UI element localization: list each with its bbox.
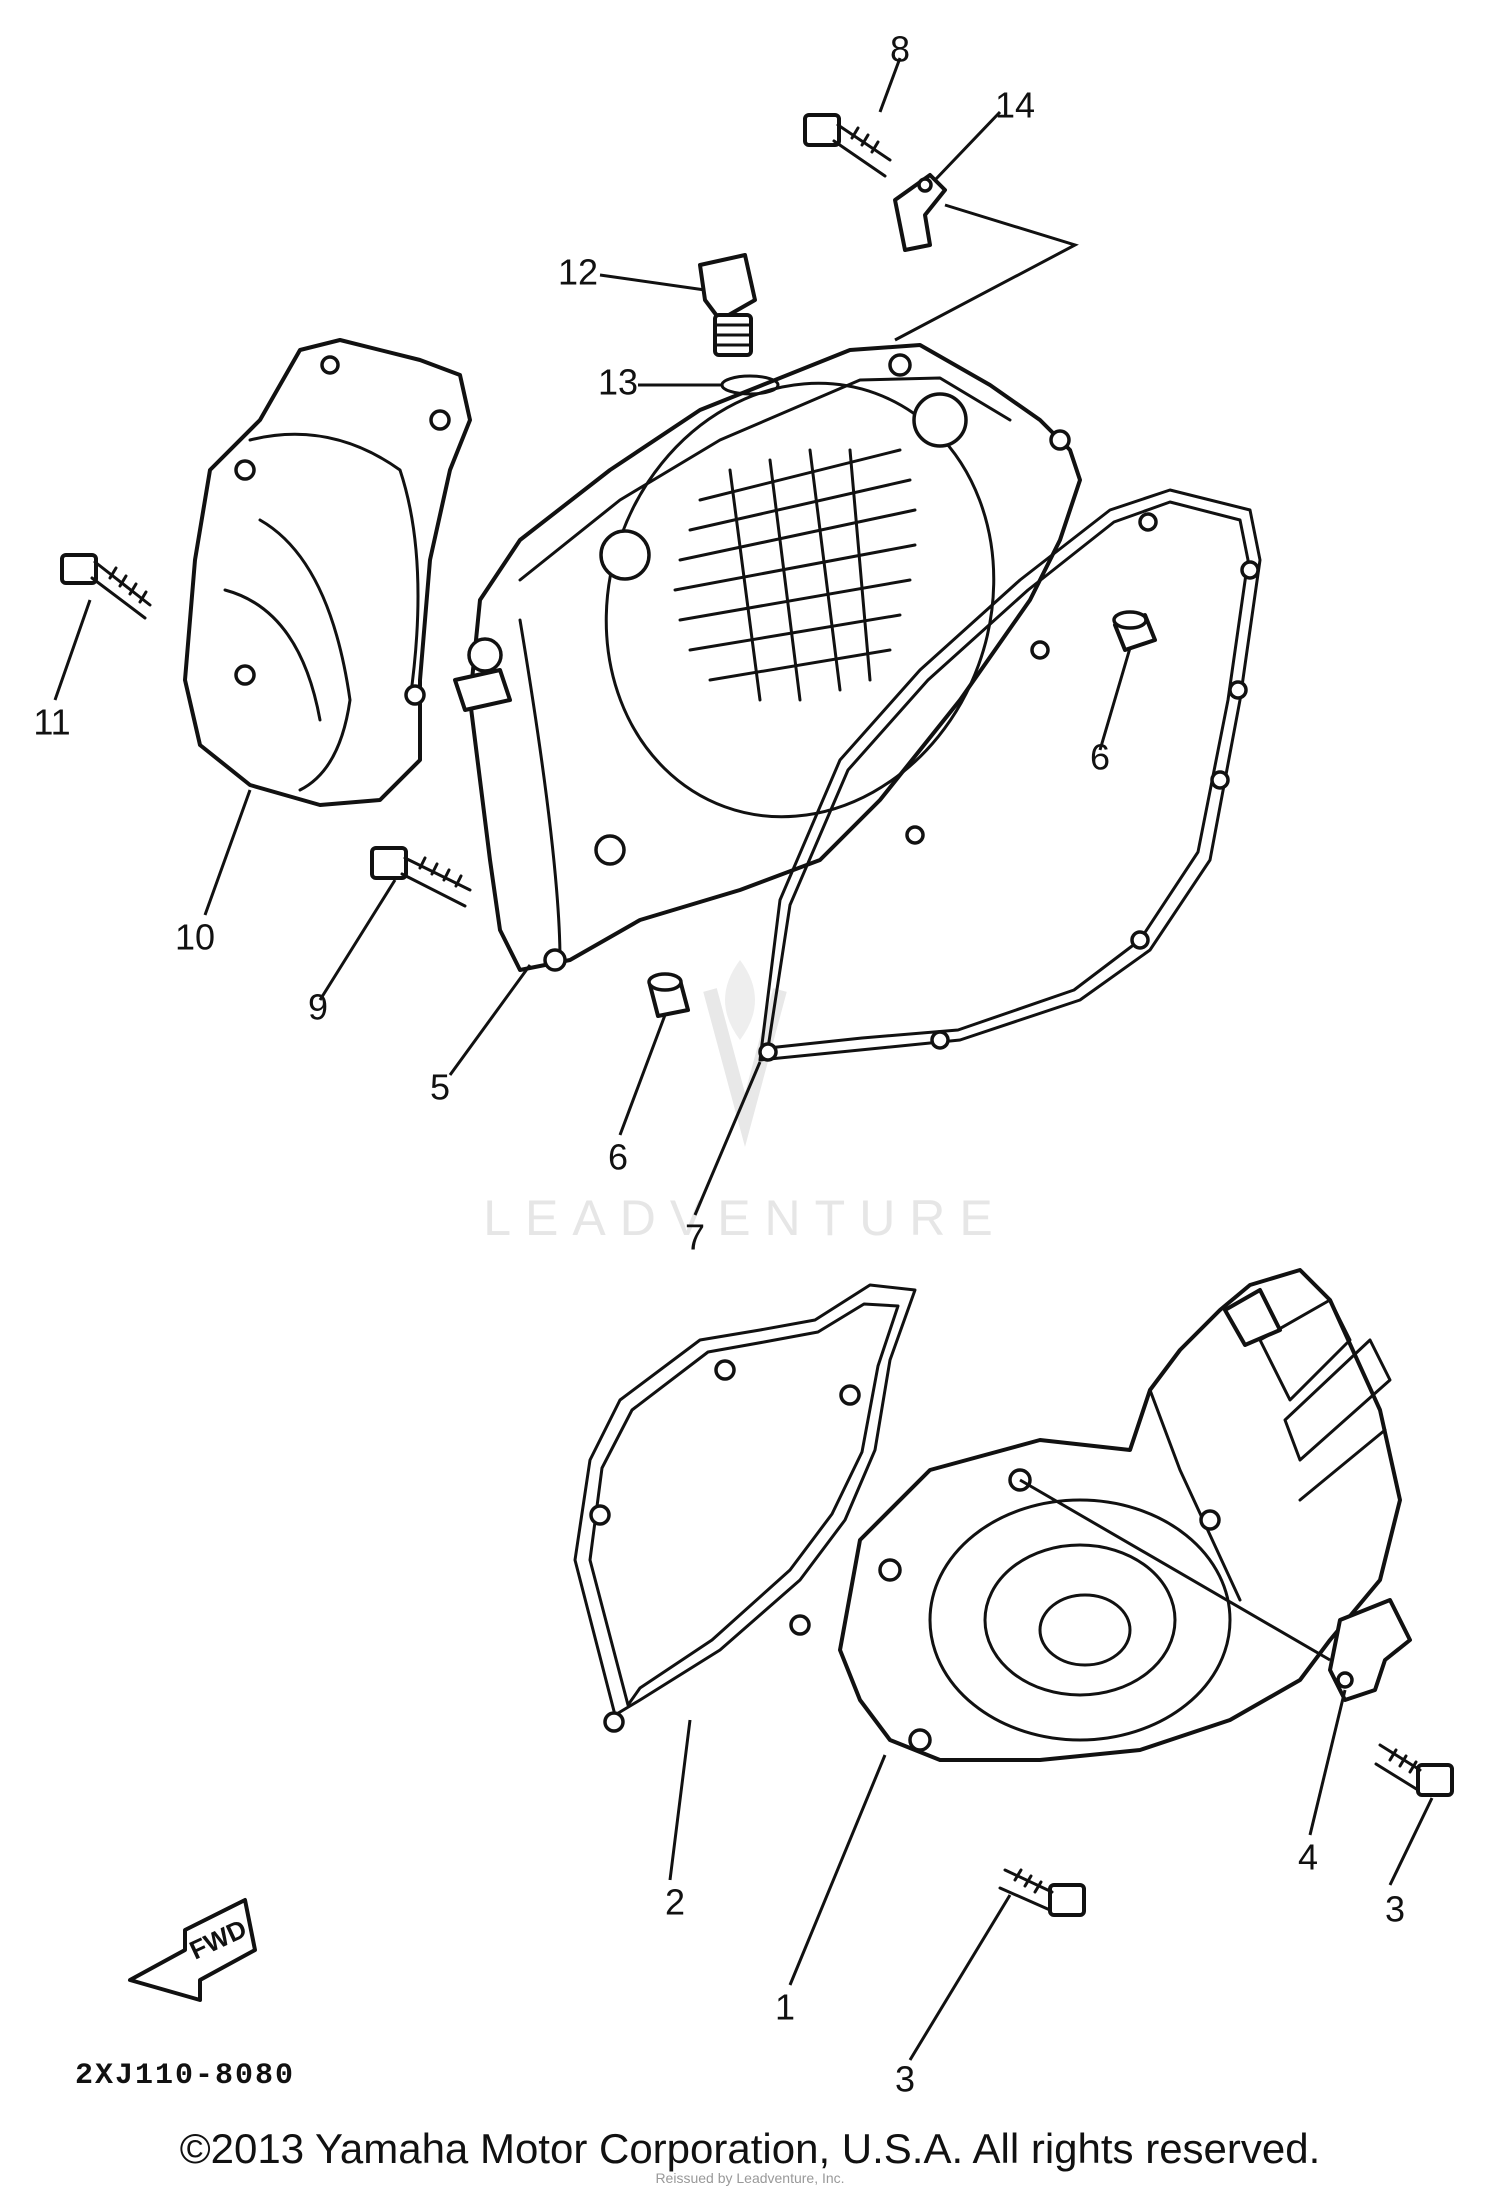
callout-6-lower: 6 bbox=[608, 1137, 628, 1178]
diagram-code: 2XJ110-8080 bbox=[75, 2059, 295, 2093]
part-1-assembly-line bbox=[1019, 1478, 1331, 1662]
watermark-text: LEADVENTURE bbox=[483, 1190, 1007, 1246]
callout-1: 1 bbox=[775, 1987, 795, 2028]
part-7-gasket[interactable] bbox=[758, 488, 1262, 1062]
leader-lines bbox=[53, 57, 1434, 2061]
part-11-bolt[interactable] bbox=[60, 553, 152, 620]
callout-11: 11 bbox=[33, 702, 70, 743]
callout-13: 13 bbox=[598, 362, 638, 403]
part-3-bolt-right[interactable] bbox=[1374, 1743, 1454, 1797]
callout-6-upper: 6 bbox=[1090, 737, 1110, 778]
callout-10: 10 bbox=[175, 917, 215, 958]
callout-3-right: 3 bbox=[1385, 1889, 1405, 1930]
part-14-assembly-line bbox=[894, 203, 1079, 342]
part-8-bolt[interactable] bbox=[803, 113, 892, 178]
callout-3-bottom: 3 bbox=[895, 2059, 915, 2100]
fine-print: Reissued by Leadventure, Inc. bbox=[655, 2170, 845, 2186]
part-12-oil-filler-plug[interactable] bbox=[698, 253, 757, 357]
callout-8: 8 bbox=[890, 29, 910, 70]
part-1-generator-cover[interactable] bbox=[838, 1268, 1402, 1762]
callout-4: 4 bbox=[1298, 1837, 1318, 1878]
callout-2: 2 bbox=[665, 1882, 685, 1923]
part-14-clamp[interactable] bbox=[893, 173, 947, 252]
part-6-dowel-lower[interactable] bbox=[647, 972, 690, 1018]
part-9-bolt[interactable] bbox=[370, 846, 472, 908]
callout-9: 9 bbox=[308, 987, 328, 1028]
fwd-arrow: FWD bbox=[128, 1898, 257, 2002]
part-5-crankcase-cover[interactable] bbox=[453, 328, 1082, 972]
callout-14: 14 bbox=[995, 85, 1035, 126]
part-4-clamp[interactable] bbox=[1328, 1598, 1412, 1702]
callout-12: 12 bbox=[558, 252, 598, 293]
callout-numbers: 8 14 12 13 11 10 9 5 6 7 6 2 1 4 3 3 bbox=[33, 29, 1405, 2100]
leadventure-watermark: LEADVENTURE bbox=[483, 960, 1007, 1246]
callout-5: 5 bbox=[430, 1067, 450, 1108]
callout-7: 7 bbox=[685, 1217, 705, 1258]
part-10-cover[interactable] bbox=[183, 338, 472, 807]
part-3-bolt-bottom[interactable] bbox=[998, 1868, 1086, 1917]
part-6-dowel-upper[interactable] bbox=[1112, 610, 1157, 652]
part-2-gasket[interactable] bbox=[573, 1283, 917, 1733]
copyright-notice: ©2013 Yamaha Motor Corporation, U.S.A. A… bbox=[179, 2125, 1321, 2172]
